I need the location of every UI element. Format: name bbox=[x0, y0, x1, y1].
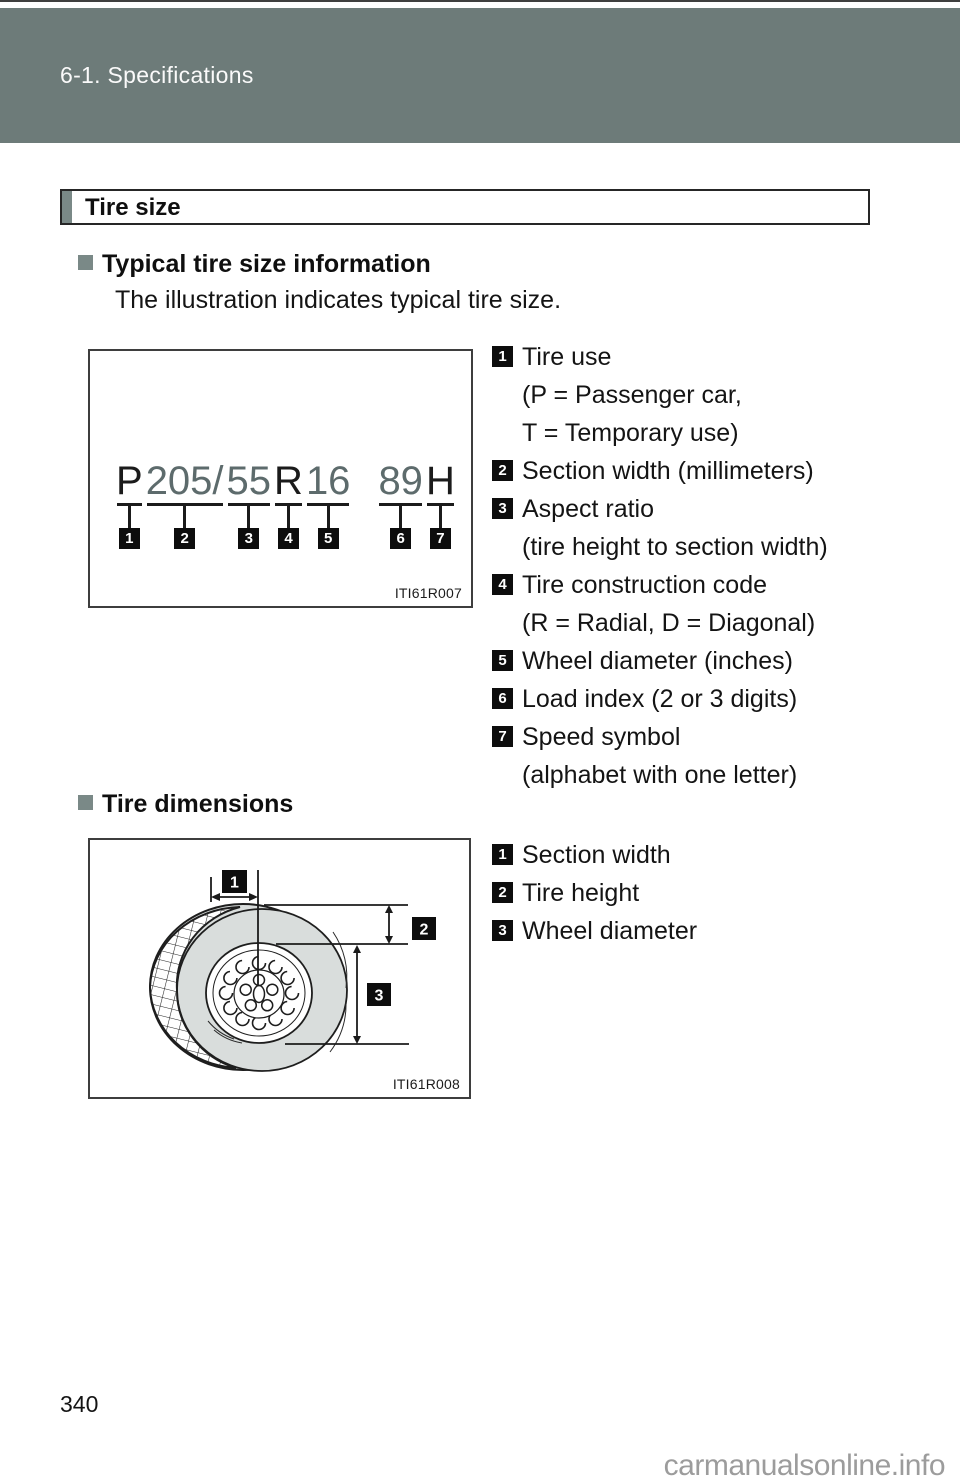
code-connector bbox=[247, 506, 251, 528]
square-bullet-icon bbox=[78, 795, 93, 810]
watermark-link[interactable]: carmanualsonline.info bbox=[663, 1449, 946, 1482]
code-connector bbox=[286, 506, 290, 528]
tire-code-legend: 1 Tire use (P = Passenger car, T = Tempo… bbox=[492, 338, 828, 794]
legend-number-badge: 5 bbox=[492, 650, 513, 671]
legend-line: Tire use bbox=[522, 343, 612, 371]
legend-number-badge: 1 bbox=[492, 844, 513, 865]
tire-code-segment: H 7 bbox=[426, 461, 455, 549]
figure-tire-dimensions: 1 2 3 ITI61R008 bbox=[88, 838, 471, 1099]
legend-line: Section width (millimeters) bbox=[522, 457, 814, 485]
code-underline bbox=[117, 503, 142, 506]
code-connector bbox=[183, 506, 187, 528]
legend-line: Aspect ratio bbox=[522, 495, 655, 523]
code-text: 55 bbox=[226, 459, 272, 503]
legend-line: (alphabet with one letter) bbox=[522, 761, 798, 789]
code-underline bbox=[275, 503, 302, 506]
heading-text: Typical tire size information bbox=[102, 250, 431, 278]
code-number-badge: 3 bbox=[238, 528, 260, 549]
legend-line: (P = Passenger car, bbox=[522, 381, 742, 409]
code-underline bbox=[146, 503, 223, 506]
legend-line: Speed symbol bbox=[522, 723, 681, 751]
legend-line: Load index (2 or 3 digits) bbox=[522, 685, 798, 713]
tire-dimensions-legend: 1 Section width 2 Tire height 3 Wheel di… bbox=[492, 836, 697, 950]
legend-number-badge: 3 bbox=[492, 920, 513, 941]
dimension-label-3: 3 bbox=[375, 988, 384, 1005]
tire-code-segment: 89 6 bbox=[378, 461, 423, 549]
legend-line: (R = Radial, D = Diagonal) bbox=[522, 609, 816, 637]
code-number-badge: 2 bbox=[174, 528, 196, 549]
tire-illustration: 1 2 3 bbox=[148, 870, 436, 1072]
legend-line: T = Temporary use) bbox=[522, 419, 739, 447]
code-connector bbox=[127, 506, 131, 528]
heading-text: Tire dimensions bbox=[102, 790, 294, 818]
legend-item: 3 Aspect ratio (tire height to section w… bbox=[492, 490, 828, 566]
legend-number-badge: 1 bbox=[492, 346, 513, 367]
code-text: P bbox=[116, 459, 143, 503]
code-text: 16 bbox=[305, 459, 351, 503]
breadcrumb: 6-1. Specifications bbox=[60, 62, 254, 88]
code-underline bbox=[227, 503, 271, 506]
legend-number-badge: 7 bbox=[492, 726, 513, 747]
tire-code-segment: 16 5 bbox=[305, 459, 351, 549]
intro-text: The illustration indicates typical tire … bbox=[115, 286, 562, 314]
code-text: 89 bbox=[378, 459, 423, 503]
tire-code-graphic: P 1 205/ 2 55 3 R 4 bbox=[116, 461, 455, 549]
legend-item: 1 Section width bbox=[492, 836, 697, 874]
legend-item: 2 Section width (millimeters) bbox=[492, 452, 828, 490]
section-title: Tire size bbox=[85, 194, 181, 221]
code-connector bbox=[326, 506, 330, 528]
code-number-badge: 1 bbox=[118, 528, 140, 549]
code-number-badge: 6 bbox=[390, 528, 412, 549]
legend-item: 2 Tire height bbox=[492, 874, 697, 912]
code-text: 205/ bbox=[145, 459, 224, 503]
legend-item: 7 Speed symbol (alphabet with one letter… bbox=[492, 718, 828, 794]
legend-line: Tire construction code bbox=[522, 571, 768, 599]
dimension-label-2: 2 bbox=[420, 922, 429, 939]
code-connector bbox=[438, 506, 442, 528]
legend-number-badge: 4 bbox=[492, 574, 513, 595]
figure-reference-code: ITI61R007 bbox=[394, 585, 462, 601]
header-band: 6-1. Specifications bbox=[0, 8, 960, 143]
tire-code-segment: R 4 bbox=[274, 461, 303, 549]
legend-item: 5 Wheel diameter (inches) bbox=[492, 642, 828, 680]
square-bullet-icon bbox=[78, 255, 93, 270]
legend-line: Wheel diameter (inches) bbox=[522, 647, 793, 675]
legend-number-badge: 3 bbox=[492, 498, 513, 519]
code-underline bbox=[426, 503, 454, 506]
legend-line: Section width bbox=[522, 841, 671, 869]
tire-code-segment: 55 3 bbox=[226, 459, 272, 549]
heading-typical-tire-size: Typical tire size information bbox=[78, 250, 431, 279]
figure-tire-code: P 1 205/ 2 55 3 R 4 bbox=[88, 349, 473, 608]
legend-line: Tire height bbox=[522, 879, 640, 907]
legend-item: 3 Wheel diameter bbox=[492, 912, 697, 950]
heading-tire-dimensions: Tire dimensions bbox=[78, 790, 293, 819]
tire-code-segment: 205/ 2 bbox=[146, 461, 224, 549]
figure-reference-code: ITI61R008 bbox=[392, 1076, 460, 1092]
legend-line: Wheel diameter bbox=[522, 917, 698, 945]
code-number-badge: 5 bbox=[317, 528, 339, 549]
legend-item: 6 Load index (2 or 3 digits) bbox=[492, 680, 828, 718]
dimension-labels: 1 2 3 bbox=[222, 870, 436, 1006]
top-border-line bbox=[0, 0, 960, 2]
tire-code-segment: P 1 bbox=[116, 461, 143, 549]
code-underline bbox=[306, 503, 350, 506]
legend-number-badge: 2 bbox=[492, 460, 513, 481]
code-connector bbox=[399, 506, 403, 528]
legend-item: 4 Tire construction code (R = Radial, D … bbox=[492, 566, 828, 642]
code-number-badge: 4 bbox=[277, 528, 299, 549]
legend-number-badge: 6 bbox=[492, 688, 513, 709]
code-text: R bbox=[274, 459, 303, 503]
legend-line: (tire height to section width) bbox=[522, 533, 828, 561]
dimension-label-1: 1 bbox=[230, 875, 239, 892]
code-number-badge: 7 bbox=[429, 528, 451, 549]
section-title-box: Tire size bbox=[60, 189, 870, 225]
legend-item: 1 Tire use (P = Passenger car, T = Tempo… bbox=[492, 338, 828, 452]
code-underline bbox=[379, 503, 422, 506]
code-text: H bbox=[425, 459, 455, 503]
page-number: 340 bbox=[60, 1391, 99, 1417]
section-title-accent-bar bbox=[62, 191, 72, 223]
legend-number-badge: 2 bbox=[492, 882, 513, 903]
